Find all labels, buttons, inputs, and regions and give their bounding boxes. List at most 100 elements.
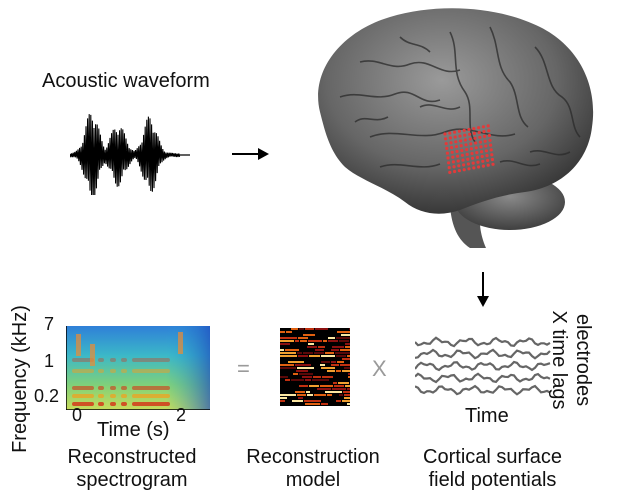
ytick-label: 1	[44, 351, 55, 371]
model-weight-cell	[304, 400, 321, 402]
model-weight-cell	[299, 373, 313, 375]
model-weight-cell	[295, 391, 305, 393]
xtick-label: 0	[72, 405, 83, 425]
model-weight-cell	[299, 385, 308, 387]
electrode-dot	[445, 151, 449, 155]
electrode-dot	[481, 159, 485, 163]
model-weight-cell	[335, 352, 350, 354]
electrode-dot	[489, 143, 493, 147]
electrode-dot	[485, 154, 489, 158]
spectrogram-band	[72, 394, 94, 398]
model-weight-cell	[297, 367, 314, 369]
model-weight-cell	[338, 382, 349, 384]
model-weight-cell	[320, 385, 333, 387]
spectrogram-band	[121, 402, 127, 406]
model-weight-cell	[332, 346, 344, 348]
ytick-label: 0.2	[34, 386, 60, 406]
electrode-dot	[468, 132, 472, 136]
spectrogram-band	[72, 358, 94, 362]
electrode-dot	[462, 168, 466, 172]
spectrogram-band	[98, 394, 104, 398]
model-weight-cell	[336, 400, 341, 402]
model-weight-cell	[295, 364, 311, 366]
electrode-dot	[449, 141, 453, 145]
electrode-dot	[461, 158, 465, 162]
model-weight-cell	[333, 382, 337, 384]
electrode-dot	[448, 136, 452, 140]
electrode-dot	[443, 132, 447, 136]
electrode-dot	[452, 165, 456, 169]
model-weight-cell	[342, 400, 350, 402]
electrode-dot	[457, 169, 461, 173]
field-potential-trace	[415, 372, 551, 384]
model-weight-cell	[280, 394, 296, 396]
electrode-dot	[487, 129, 491, 133]
model-weight-cell	[305, 328, 314, 330]
model-weight-cell	[286, 331, 292, 333]
model-weight-cell	[318, 346, 325, 348]
model-weight-cell	[315, 328, 328, 330]
spectrogram-band	[178, 332, 183, 354]
field-potential-traces	[415, 336, 551, 396]
electrode-dot	[476, 160, 480, 164]
model-weight-cell	[348, 373, 350, 375]
electrode-dot	[451, 160, 455, 164]
spectrogram-band	[110, 386, 116, 390]
model-weight-cell	[291, 379, 304, 381]
electrode-dot	[472, 166, 476, 170]
field-potential-trace	[415, 384, 551, 396]
electrode-dot	[484, 144, 488, 148]
spectrogram-band	[72, 369, 94, 373]
model-weight-cell	[307, 394, 313, 396]
electrode-dot	[463, 133, 467, 137]
model-weight-cell	[321, 367, 335, 369]
electrode-dot	[445, 146, 449, 150]
equals-sign: =	[237, 356, 250, 381]
electrode-dot	[472, 127, 476, 131]
electrode-dot	[483, 139, 487, 143]
electrode-dot	[479, 145, 483, 149]
spectrogram-band	[132, 358, 170, 362]
xtick-label: 2	[176, 405, 187, 425]
model-weight-cell	[349, 328, 350, 330]
electrode-dot	[491, 162, 495, 166]
electrode-dot	[477, 126, 481, 130]
model-weight-cell	[307, 346, 317, 348]
model-weight-cell	[280, 355, 297, 357]
spectrogram-band	[121, 369, 127, 373]
spectrogram-band	[132, 394, 170, 398]
brain-icon	[318, 8, 594, 248]
electrode-dot	[481, 125, 485, 129]
spectrogram-band	[110, 358, 116, 362]
model-weight-cell	[292, 400, 303, 402]
spectrogram-xlabel: Time (s)	[97, 419, 170, 441]
spectrogram-caption-2: spectrogram	[76, 469, 188, 491]
model-weight-cell	[343, 391, 350, 393]
electrode-dot	[460, 153, 464, 157]
model-weight-cell	[280, 364, 294, 366]
model-weight-cell	[344, 397, 350, 399]
spectrogram-band	[110, 369, 116, 373]
spectrogram-band	[72, 386, 94, 390]
electrode-dot	[453, 135, 457, 139]
model-weight-cell	[280, 343, 290, 345]
model-weight-cell	[332, 388, 346, 390]
model-weight-cell	[328, 340, 338, 342]
electrode-dot	[478, 140, 482, 144]
electrode-dot	[451, 155, 455, 159]
electrode-dot	[481, 164, 485, 168]
model-weight-cell	[331, 349, 339, 351]
model-weight-cell	[313, 376, 321, 378]
model-weight-cell	[305, 379, 311, 381]
model-weight-cell	[308, 343, 314, 345]
model-weight-cell	[336, 355, 346, 357]
spectrogram-band	[132, 386, 170, 390]
electrode-dot	[456, 159, 460, 163]
field-potential-trace	[415, 336, 551, 348]
spectrogram-band	[98, 386, 104, 390]
electrode-dot	[477, 130, 481, 135]
model-weight-cell	[315, 349, 324, 351]
model-weight-cell	[344, 367, 350, 369]
model-weight-cell	[302, 376, 312, 378]
model-weight-cell	[303, 352, 313, 354]
